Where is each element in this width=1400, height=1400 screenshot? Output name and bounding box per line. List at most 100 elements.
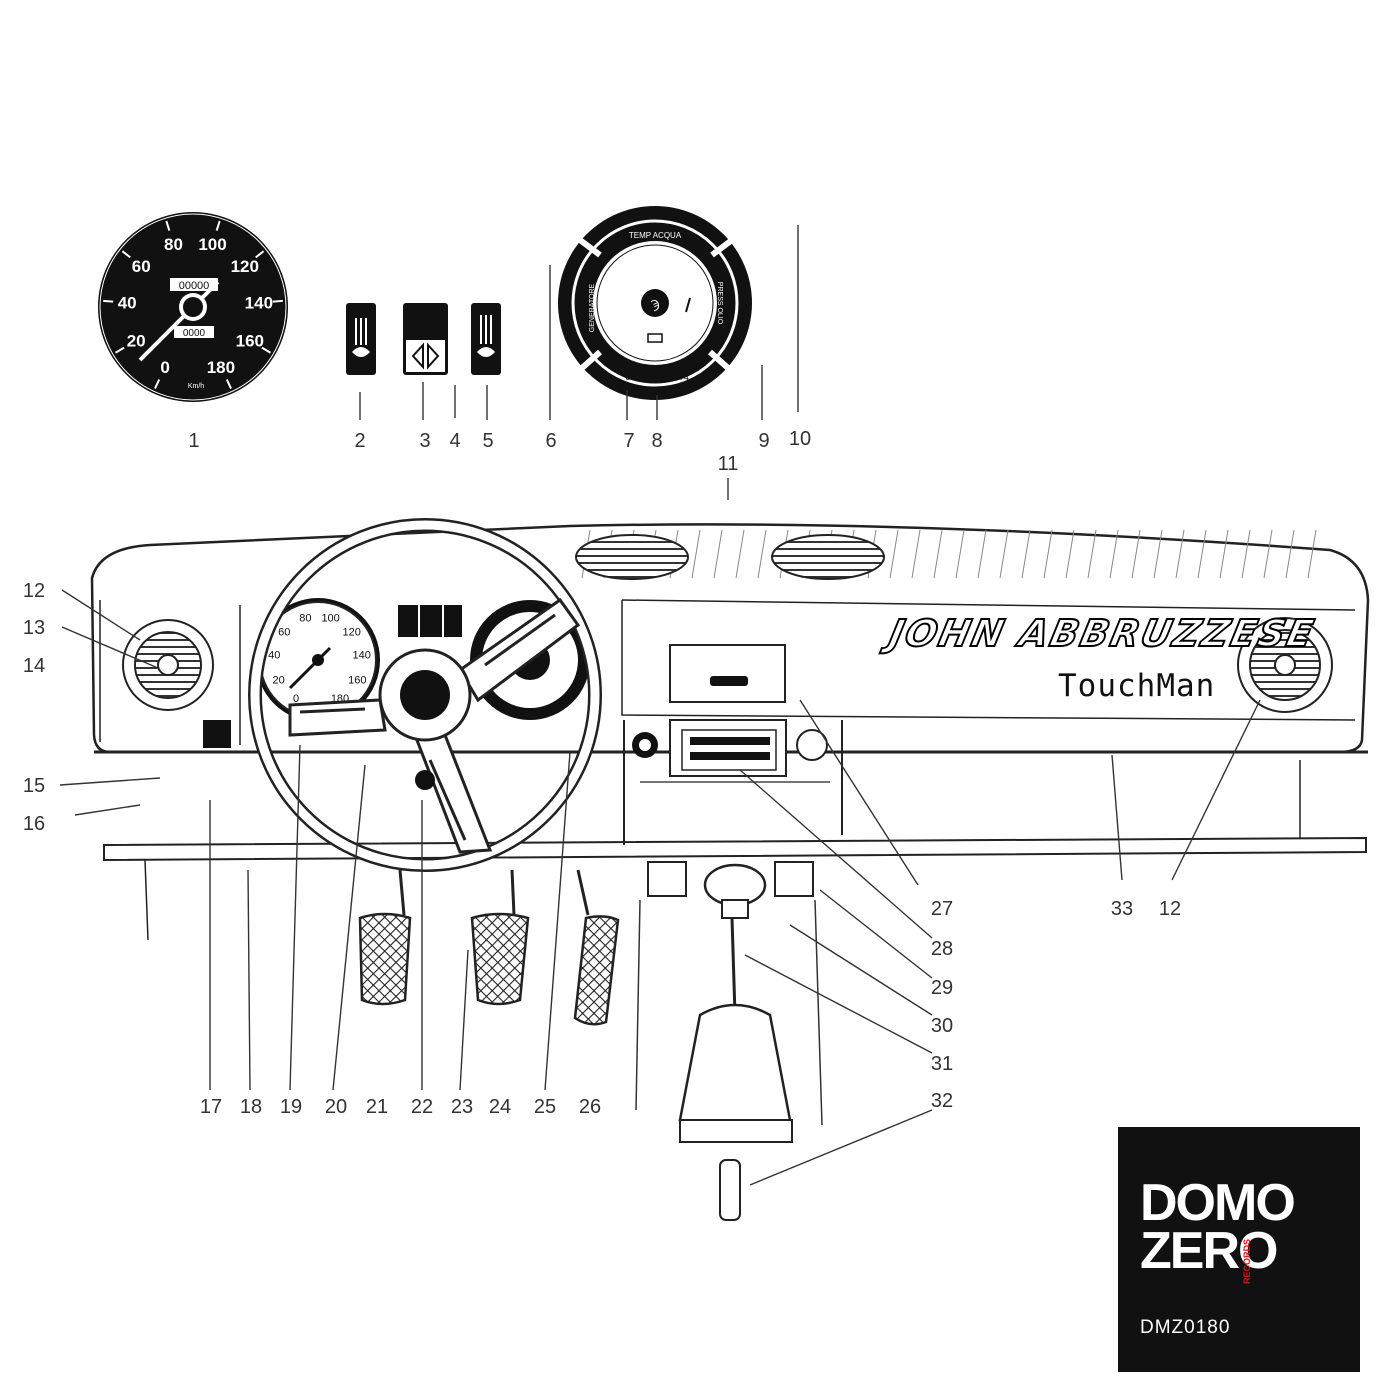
speed-scale-label: 0	[160, 358, 169, 377]
callout-31: 31	[931, 1053, 953, 1075]
dashboard-groove	[1131, 529, 1141, 579]
speed-scale-label: 120	[343, 627, 361, 639]
callout-14: 14	[23, 655, 45, 677]
speed-scale-label: 140	[245, 293, 273, 312]
speed-scale-label: 120	[231, 257, 259, 276]
dashboard-groove	[889, 529, 899, 579]
callout-1: 1	[188, 430, 199, 452]
callout-21: 21	[366, 1096, 388, 1118]
gear-shifter	[635, 861, 823, 1221]
oil-pressure-label: PRESS OLIO	[716, 282, 723, 325]
callout-29: 29	[931, 977, 953, 999]
speed-tick	[255, 250, 265, 259]
dashboard-groove	[911, 529, 921, 579]
turn-signal-indicator	[403, 303, 448, 375]
steering-wheel	[248, 518, 602, 872]
speed-tick	[121, 250, 131, 259]
speed-scale-label: 160	[236, 332, 264, 351]
speed-scale-label: 140	[353, 650, 371, 662]
generator-label: GENERATORE	[589, 283, 596, 332]
speed-scale-label: 60	[278, 627, 290, 639]
dashboard-groove	[999, 529, 1009, 579]
speed-tick	[154, 379, 161, 389]
high-beam-indicator	[471, 303, 501, 375]
dashboard-groove	[1197, 529, 1207, 579]
dashboard-groove	[977, 529, 987, 579]
speed-unit: Km/h	[188, 383, 204, 390]
callout-11: 11	[718, 453, 739, 475]
label-logo-line2: ZERO	[1140, 1222, 1278, 1280]
dashboard-groove	[1175, 529, 1185, 579]
dashboard-groove	[1109, 529, 1119, 579]
callout-leader-lines	[59, 589, 1261, 1186]
dashboard-groove	[735, 529, 745, 579]
headlight-indicator	[346, 303, 376, 375]
catalog-number: DMZ0180	[1140, 1317, 1231, 1338]
dashboard-groove	[1153, 529, 1163, 579]
callout-22: 22	[411, 1096, 433, 1118]
glovebox	[669, 644, 786, 703]
callout-15: 15	[23, 775, 45, 797]
dashboard-groove	[1043, 529, 1053, 579]
water-temp-label: TEMP ACQUA	[629, 231, 682, 240]
speed-scale-label: 40	[268, 650, 280, 662]
dashboard-groove	[1285, 529, 1295, 579]
speed-scale-label: 60	[132, 257, 151, 276]
label-logo-sub: RECORDS	[1242, 1239, 1252, 1285]
callout-12-right: 12	[1159, 898, 1181, 920]
callout-18: 18	[240, 1096, 262, 1118]
record-label-logo: DOMO ZERO RECORDS DMZ0180	[1118, 1127, 1360, 1372]
callout-25: 25	[534, 1096, 556, 1118]
callout-13: 13	[23, 617, 45, 639]
odometer-readout: 00000	[179, 280, 210, 292]
callout-9: 9	[758, 430, 769, 452]
dashboard-groove	[757, 529, 767, 579]
pedals	[358, 869, 620, 1026]
callout-6: 6	[545, 430, 556, 452]
callout-28: 28	[931, 938, 953, 960]
dashboard-groove	[1263, 529, 1273, 579]
speed-scale-label: 20	[127, 332, 146, 351]
dashboard-groove	[933, 529, 943, 579]
label-logo-line1: DOMO	[1140, 1174, 1296, 1232]
callout-10: 10	[789, 428, 811, 450]
callout-32: 32	[931, 1090, 953, 1112]
speed-tick	[261, 346, 272, 354]
dashboard-groove	[1219, 529, 1229, 579]
speed-tick	[114, 346, 125, 354]
dashboard-groove	[1241, 529, 1251, 579]
speed-tick	[103, 299, 114, 303]
callout-7: 7	[623, 430, 634, 452]
callout-33: 33	[1111, 898, 1133, 920]
speed-tick	[165, 220, 171, 231]
dashboard-groove	[1087, 529, 1097, 579]
speed-scale-label: 100	[321, 613, 339, 625]
callout-23: 23	[451, 1096, 473, 1118]
track-title: TouchMan	[1058, 668, 1216, 704]
artist-name: JOHN ABBRUZZESE	[884, 611, 1320, 656]
callout-19: 19	[280, 1096, 302, 1118]
fuel-full-label: 4/4	[675, 372, 689, 383]
speed-scale-label: 180	[207, 358, 235, 377]
speed-tick	[215, 220, 221, 231]
callout-30: 30	[931, 1015, 953, 1037]
combination-gauge: Ϡ TEMP ACQUA GENERATORE PRESS OLIO 0 1/2…	[558, 206, 752, 400]
dashboard-groove	[955, 529, 965, 579]
trip-readout: 0000	[183, 328, 206, 339]
fuel-empty-label: 0	[625, 371, 631, 383]
callout-3: 3	[419, 430, 430, 452]
callout-12-left: 12	[23, 580, 45, 602]
speed-scale-label: 160	[348, 675, 366, 687]
speed-scale-label: 20	[273, 675, 285, 687]
callout-24: 24	[489, 1096, 511, 1118]
callout-26: 26	[579, 1096, 601, 1118]
dashboard-vents	[122, 534, 1333, 713]
callout-17: 17	[200, 1096, 222, 1118]
callout-numbers: 1 2 3 4 5 6 7 8 9 10 11 12 13 14 15 16 1…	[23, 428, 1181, 1118]
dashboard-groove	[1021, 529, 1031, 579]
dashboard-groove	[691, 529, 701, 579]
callout-16: 16	[23, 813, 45, 835]
callout-2: 2	[354, 430, 365, 452]
